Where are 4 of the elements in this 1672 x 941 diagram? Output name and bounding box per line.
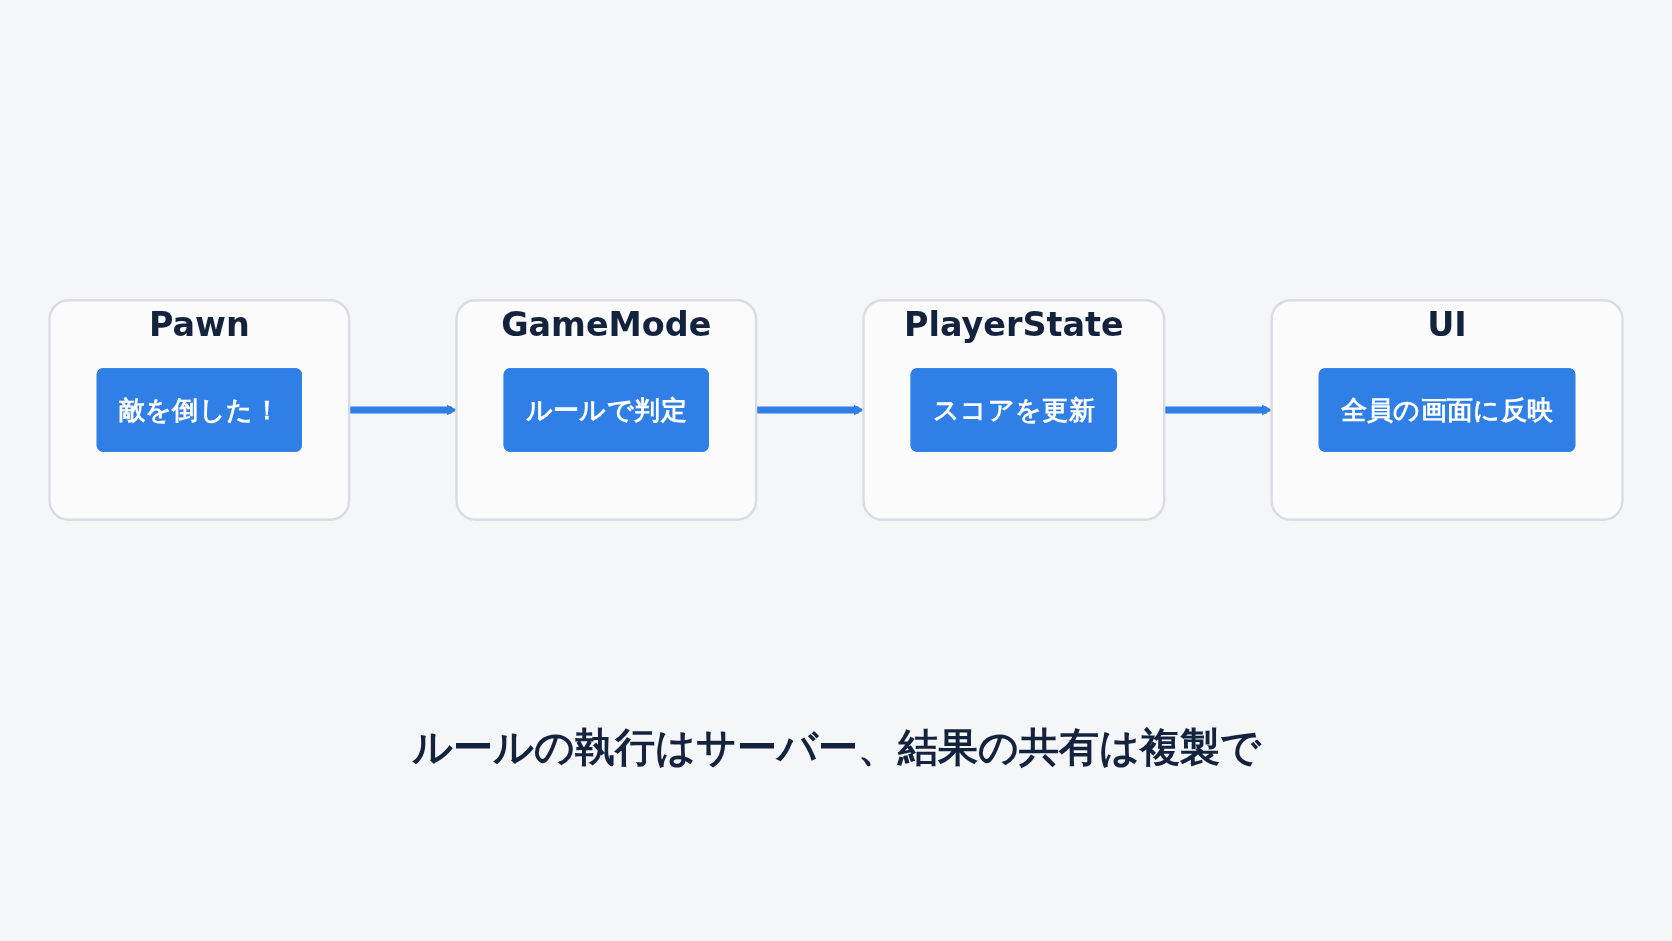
caption: ルールの執行はサーバー、結果の共有は複製で — [411, 724, 1261, 770]
arrow — [349, 404, 457, 416]
arrow — [1164, 404, 1273, 416]
arrow — [756, 404, 864, 416]
